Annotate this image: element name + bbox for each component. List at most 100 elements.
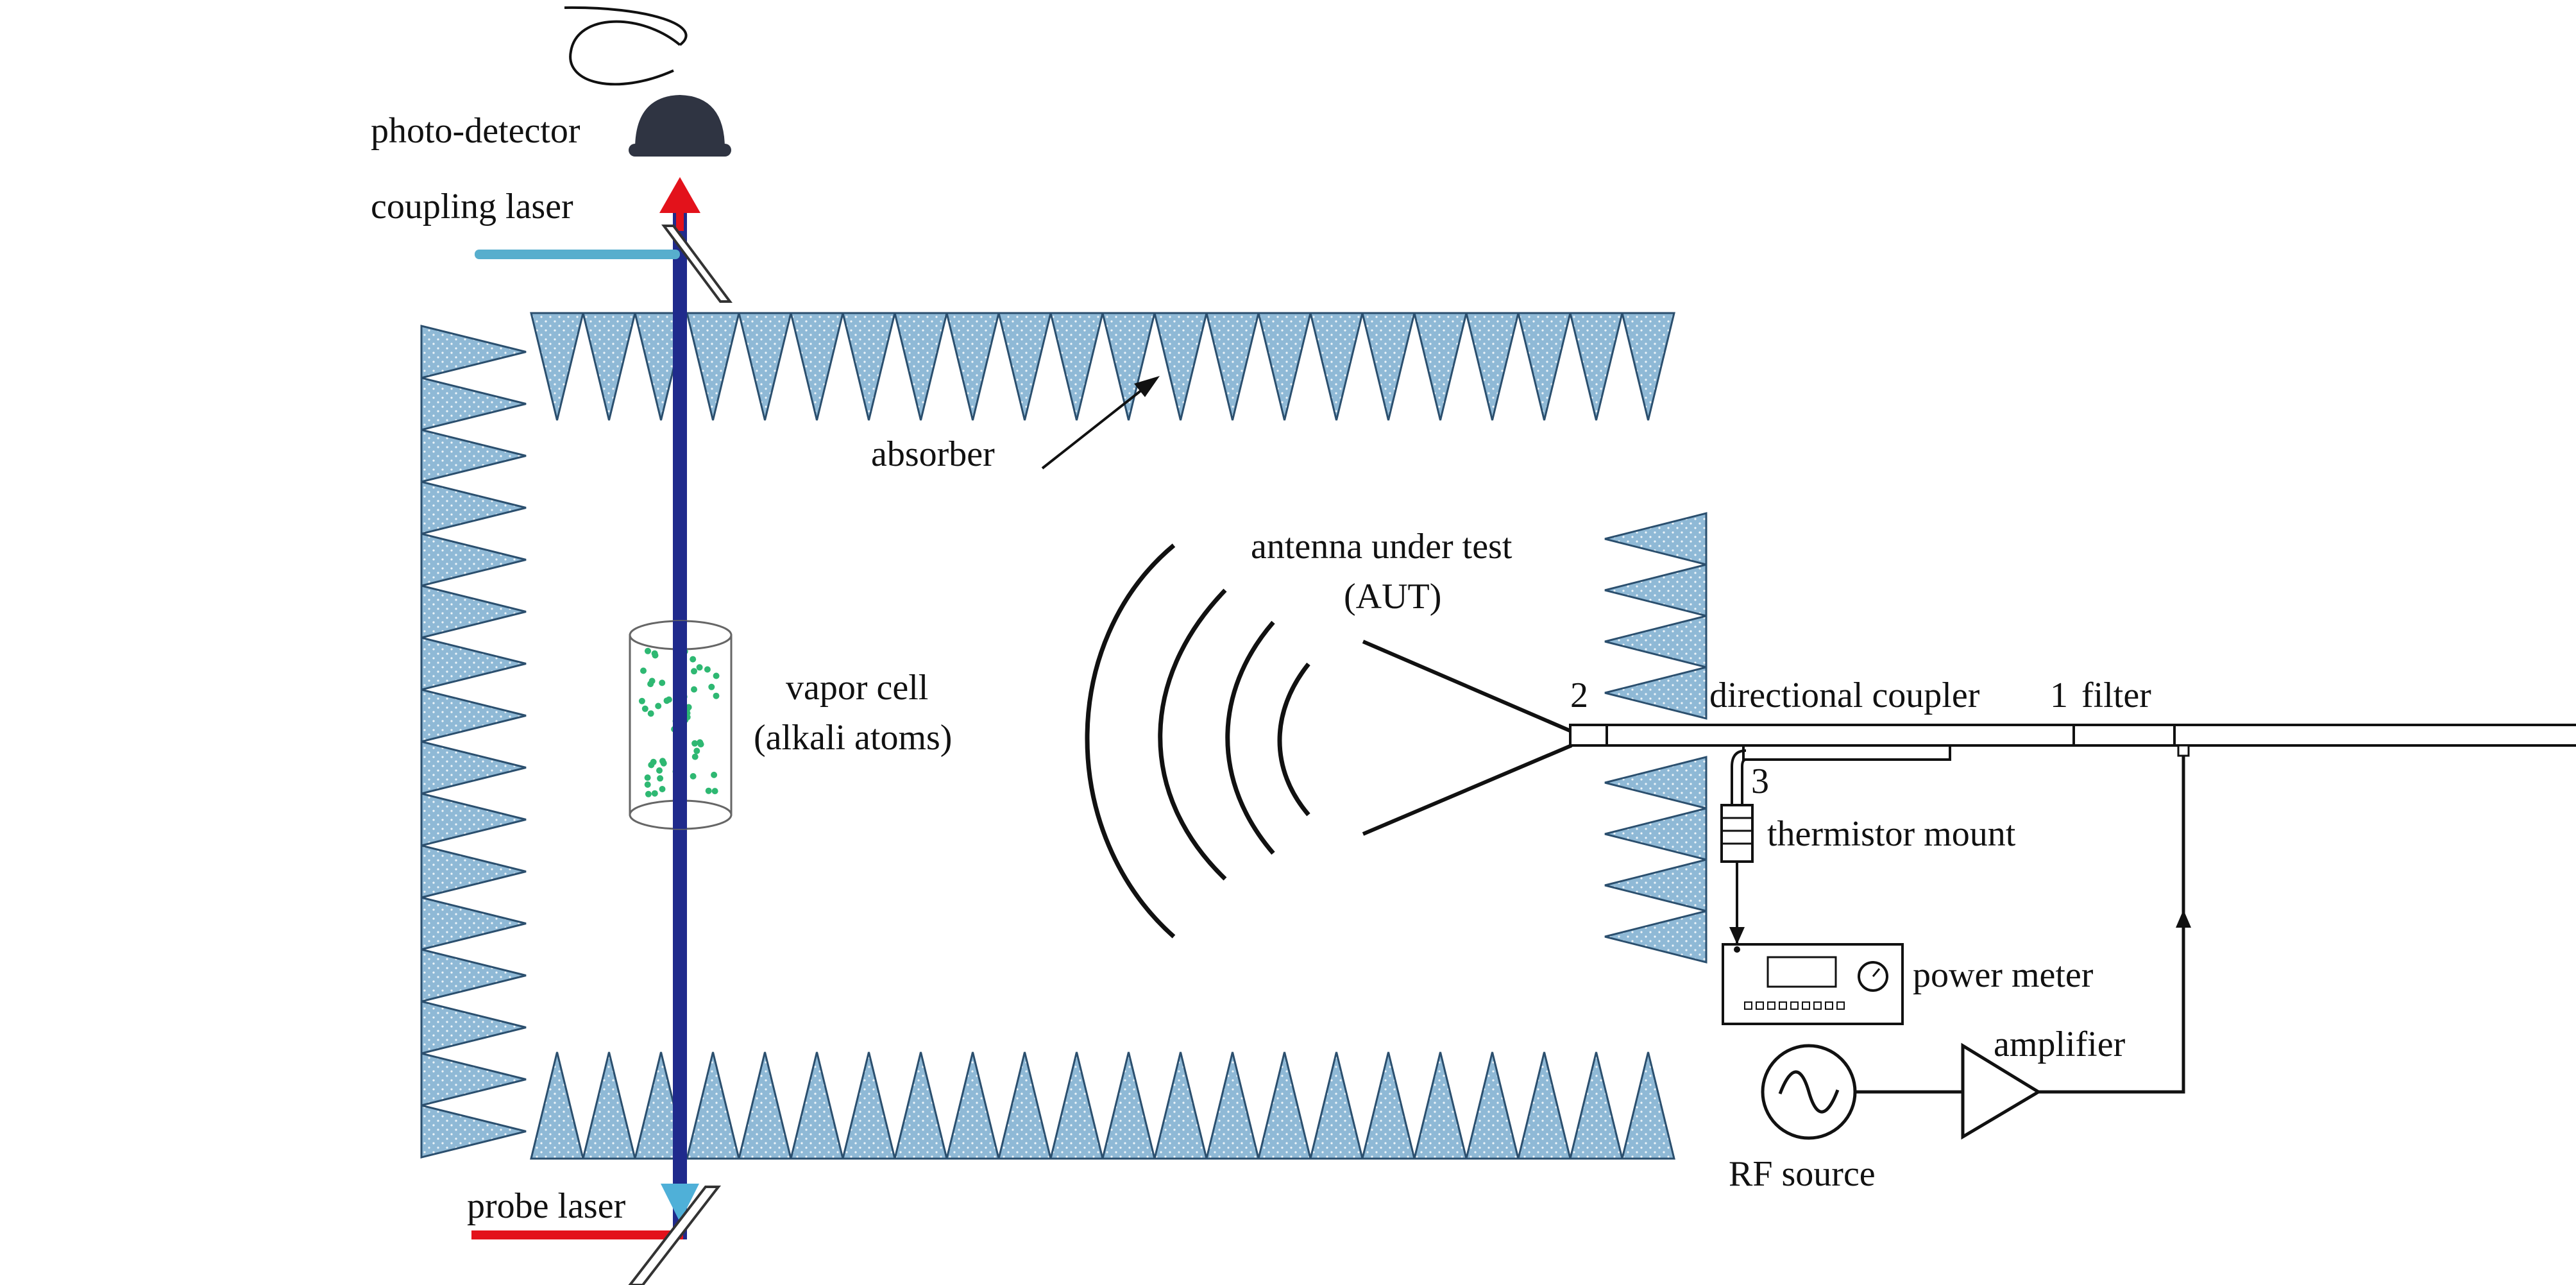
absorber-wedge xyxy=(790,1051,844,1160)
directional-coupler-label: directional coupler xyxy=(1709,676,1980,715)
absorber-wedge xyxy=(1205,312,1260,421)
port-2-label: 2 xyxy=(1570,676,1588,715)
probe-laser-label: probe laser xyxy=(467,1186,626,1226)
absorber-label: absorber xyxy=(871,434,995,474)
absorber-wedge xyxy=(1257,1051,1312,1160)
absorber-wedge xyxy=(1205,1051,1260,1160)
probe-mirror xyxy=(628,1186,722,1285)
absorber-top-wall xyxy=(530,312,1675,421)
absorber-right-lower-stack xyxy=(1604,756,1707,964)
atom-dot xyxy=(690,656,697,663)
absorber-wedge xyxy=(1604,563,1707,617)
absorber-pointer-arrow xyxy=(1041,376,1160,470)
power-meter-buttons xyxy=(1744,1001,1845,1010)
atom-dot xyxy=(645,647,651,654)
atom-dot xyxy=(705,787,712,794)
power-meter-button xyxy=(1790,1001,1799,1010)
horn-antenna xyxy=(1362,640,1573,836)
atom-dot xyxy=(645,790,652,797)
absorber-right-upper-stack xyxy=(1604,512,1707,720)
atom-dot xyxy=(648,762,655,769)
atom-dot xyxy=(711,771,718,778)
absorber-wedge xyxy=(420,584,527,639)
power-meter-button xyxy=(1836,1001,1845,1010)
atom-dot xyxy=(663,697,670,704)
power-meter-button xyxy=(1756,1001,1764,1010)
rf-source-icon xyxy=(1761,1044,1857,1140)
absorber-wedge xyxy=(738,312,792,421)
absorber-wedge xyxy=(420,844,527,899)
photo-detector-icon xyxy=(564,6,731,157)
absorber-left-wall xyxy=(420,325,527,1159)
absorber-wedge xyxy=(1517,312,1572,421)
directional-coupler xyxy=(1569,724,2576,805)
atom-dot xyxy=(659,758,666,765)
atom-dot xyxy=(713,692,720,699)
absorber-wedge xyxy=(420,948,527,1003)
amplifier-to-filter-wire xyxy=(2038,744,2191,1094)
atom-dot xyxy=(640,667,647,674)
absorber-wedge xyxy=(945,312,1000,421)
probe-beam-top-segment xyxy=(676,212,684,231)
aut-label-line2: (AUT) xyxy=(1344,577,1441,617)
atom-dot xyxy=(641,705,648,712)
power-meter-button xyxy=(1802,1001,1810,1010)
atom-dot xyxy=(651,790,658,797)
atom-dot xyxy=(638,697,645,704)
power-meter-button xyxy=(1744,1001,1752,1010)
absorber-wedge xyxy=(1604,756,1707,810)
atom-dot xyxy=(708,683,715,690)
absorber-wedge xyxy=(1309,312,1364,421)
atom-dot xyxy=(648,677,656,685)
absorber-wedge xyxy=(1361,1051,1416,1160)
absorber-wedge xyxy=(997,312,1052,421)
absorber-wedge xyxy=(582,1051,636,1160)
absorber-wedge xyxy=(1604,615,1707,668)
absorber-wedge xyxy=(790,312,844,421)
port-1-label: 1 xyxy=(2050,676,2068,715)
absorber-wedge xyxy=(420,636,527,691)
absorber-wedge xyxy=(420,896,527,951)
power-meter-button xyxy=(1779,1001,1787,1010)
atom-dot xyxy=(659,786,666,792)
thermistor-mount xyxy=(1720,804,1754,944)
absorber-wedge xyxy=(686,312,740,421)
absorber-wedge xyxy=(1517,1051,1572,1160)
absorber-wedge xyxy=(997,1051,1052,1160)
absorber-wedge xyxy=(894,1051,948,1160)
power-meter-label: power meter xyxy=(1913,955,2094,995)
atom-dot xyxy=(651,650,658,657)
power-meter-button xyxy=(1813,1001,1822,1010)
absorber-wedge xyxy=(420,688,527,743)
atom-dot xyxy=(691,668,697,675)
atom-dot xyxy=(711,788,718,795)
absorber-wedge xyxy=(1101,1051,1156,1160)
absorber-wedge xyxy=(738,1051,792,1160)
probe-beam-arrowhead xyxy=(659,177,700,213)
absorber-wedge xyxy=(1413,312,1468,421)
absorber-wedge xyxy=(1604,858,1707,912)
thermistor-mount-label: thermistor mount xyxy=(1767,814,2016,854)
absorber-wedge xyxy=(420,481,527,535)
absorber-wedge xyxy=(582,312,636,421)
atom-dot xyxy=(697,739,704,746)
coupling-laser-label: coupling laser xyxy=(371,187,573,226)
atom-dot xyxy=(691,740,699,747)
atom-dot xyxy=(655,702,662,710)
power-meter-icon xyxy=(1722,943,1904,1025)
absorber-wedge xyxy=(1101,312,1156,421)
absorber-wedge xyxy=(686,1051,740,1160)
amplifier-label: amplifier xyxy=(1994,1025,2126,1064)
atom-dot xyxy=(693,747,700,754)
absorber-wedge xyxy=(1621,312,1675,421)
absorber-wedge xyxy=(1309,1051,1364,1160)
absorber-wedge xyxy=(420,325,527,379)
atom-dot xyxy=(713,672,720,679)
absorber-wedge xyxy=(1465,312,1520,421)
power-meter-button xyxy=(1825,1001,1833,1010)
atom-dot xyxy=(690,773,697,779)
probe-beam-through-cell xyxy=(673,621,687,829)
atom-dot xyxy=(647,710,654,717)
atom-dot xyxy=(657,775,664,782)
